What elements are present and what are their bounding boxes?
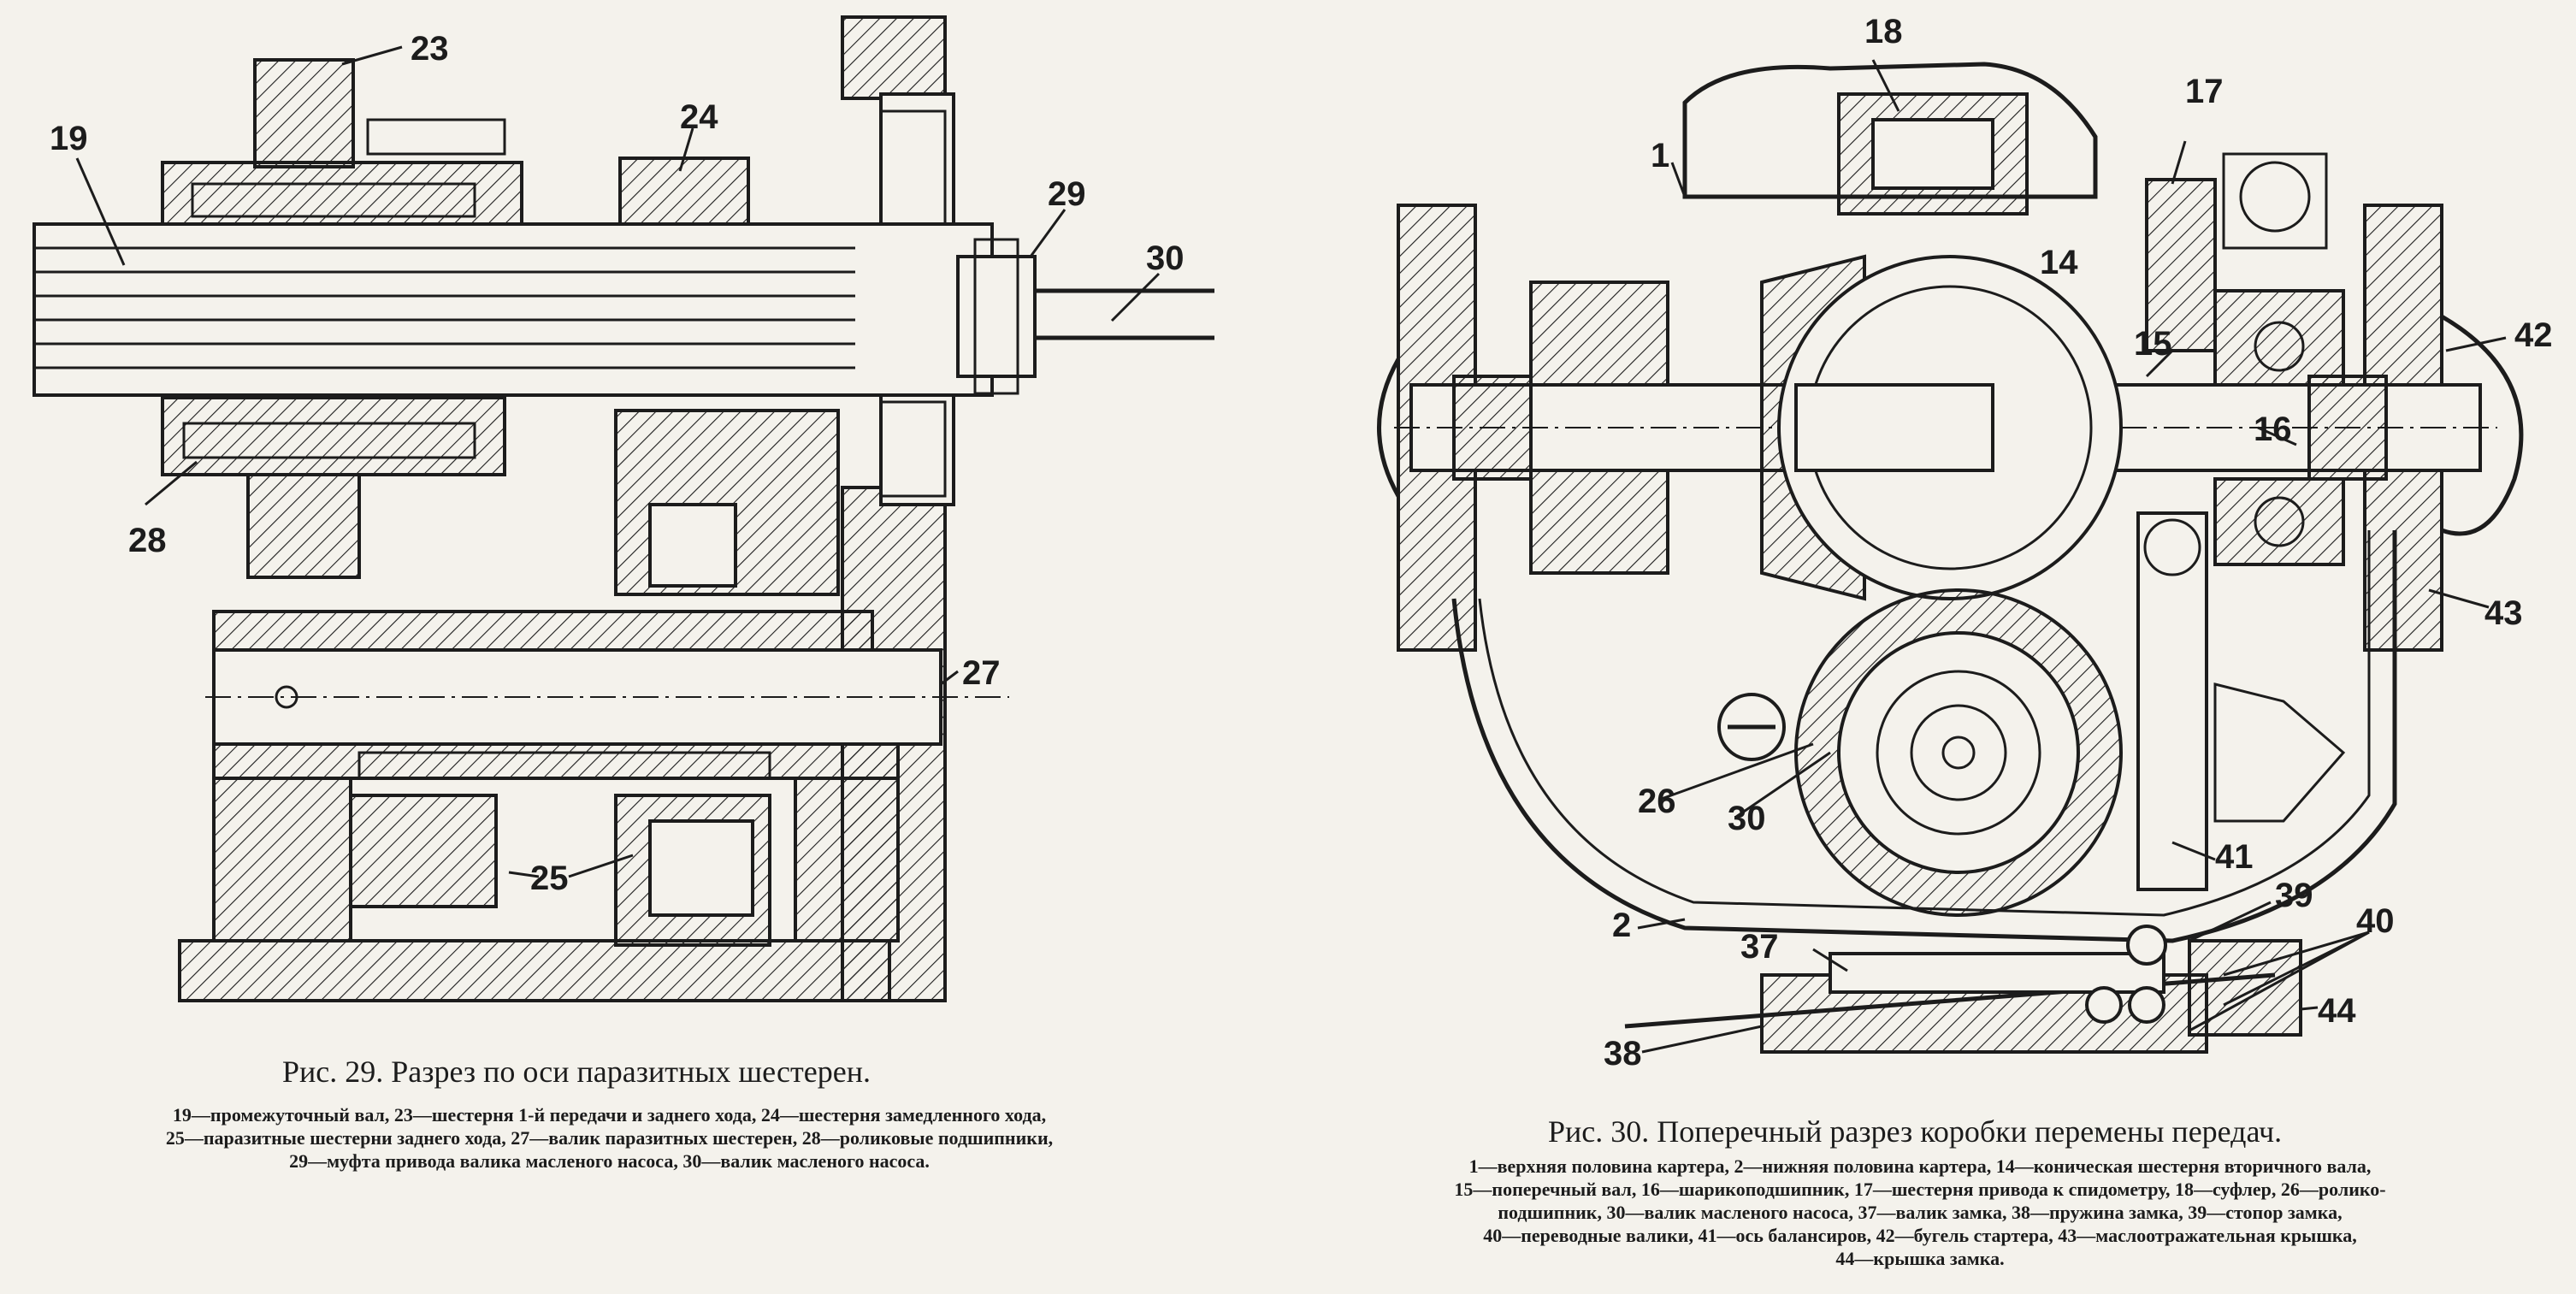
label-19: 19 (50, 120, 88, 157)
upper-case-1 (1682, 62, 2098, 199)
housing-wall-top (841, 15, 947, 100)
label-41: 41 (2215, 838, 2254, 876)
balancer-axis-41 (2136, 511, 2208, 891)
label-37: 37 (1740, 928, 1779, 966)
label-39: 39 (2275, 877, 2313, 914)
label-23: 23 (411, 30, 449, 68)
lock-cover-44 (2188, 939, 2302, 1037)
label-30: 30 (1728, 800, 1766, 837)
legend-line: 1—верхняя половина картера, 2—нижняя пол… (1468, 1155, 2372, 1177)
idler-housing-mid (212, 742, 900, 780)
speedometer-gear-17 (2145, 178, 2217, 352)
label-16: 16 (2254, 411, 2292, 448)
coupling-29 (956, 255, 1037, 378)
label-18: 18 (1864, 13, 1903, 50)
label-43: 43 (2484, 594, 2523, 632)
label-30: 30 (1146, 239, 1185, 277)
legend-line: 29—муфта привода валика масленого насоса… (289, 1150, 930, 1172)
label-28: 28 (128, 522, 167, 559)
gear-28-body (161, 396, 506, 476)
idler-gear-25-left (349, 794, 498, 908)
label-27: 27 (962, 654, 1001, 692)
gear-23-rim (366, 118, 506, 156)
intermediate-shaft-19 (32, 222, 994, 397)
roller-bearing-28 (182, 422, 476, 459)
figure-29-legend: 19—промежуточный вал, 23—шестерня 1-й пе… (21, 1103, 1197, 1173)
housing-base (178, 939, 891, 1002)
label-1: 1 (1651, 137, 1669, 174)
label-38: 38 (1604, 1035, 1642, 1072)
label-14: 14 (2040, 244, 2078, 281)
gear-23-hub (253, 58, 355, 168)
roller-bearing-26 (1837, 631, 2080, 874)
label-25: 25 (530, 860, 569, 897)
idler-shaft-27 (212, 648, 942, 746)
label-17: 17 (2185, 73, 2224, 110)
legend-line: 15—поперечный вал, 16—шарикоподшипник, 1… (1454, 1179, 2386, 1200)
figure-30: 18 17 1 14 15 42 16 43 26 30 41 2 39 40 … (1283, 0, 2576, 1294)
figure-30-caption: Рис. 30. Поперечный разрез коробки перем… (1548, 1114, 2283, 1149)
label-29: 29 (1048, 175, 1086, 213)
lock-stopper-39 (2126, 925, 2167, 966)
figure-30-legend: 1—верхняя половина картера, 2—нижняя пол… (1283, 1155, 2557, 1270)
figure-30-drawing: 18 17 1 14 15 42 16 43 26 30 41 2 39 40 … (1377, 13, 2553, 1072)
figure-29-caption: Рис. 29. Разрез по оси паразитных шестер… (282, 1055, 871, 1089)
label-42: 42 (2514, 316, 2553, 354)
legend-line: подшипник, 30—валик масленого насоса, 37… (1498, 1202, 2343, 1223)
label-44: 44 (2318, 992, 2356, 1030)
bearing-left-lower (1529, 469, 1669, 575)
legend-line: 19—промежуточный вал, 23—шестерня 1-й пе… (172, 1104, 1047, 1126)
figure-29-drawing: 19 23 24 29 30 28 27 25 (32, 15, 1214, 1002)
label-40: 40 (2356, 902, 2395, 940)
label-24: 24 (680, 98, 718, 136)
legend-line: 40—переводные валики, 41—ось балансиров,… (1483, 1225, 2357, 1246)
label-2: 2 (1612, 907, 1631, 944)
label-26: 26 (1638, 783, 1676, 820)
ball-bearing-16-lower (2213, 477, 2345, 566)
figure-29: 19 23 24 29 30 28 27 25 Рис. 29. Разрез … (0, 0, 1283, 1294)
legend-line: 44—крышка замка. (1835, 1248, 2005, 1269)
bearing-left-upper (1529, 281, 1669, 387)
gear-23-lower (246, 473, 361, 579)
bearing-lower (879, 400, 947, 498)
starter-bracket-42 (2440, 314, 2524, 536)
roller-bearing-top (191, 182, 476, 218)
gear-24 (618, 157, 750, 228)
legend-line: 25—паразитные шестерни заднего хода, 27—… (165, 1127, 1054, 1149)
label-15: 15 (2134, 325, 2172, 363)
